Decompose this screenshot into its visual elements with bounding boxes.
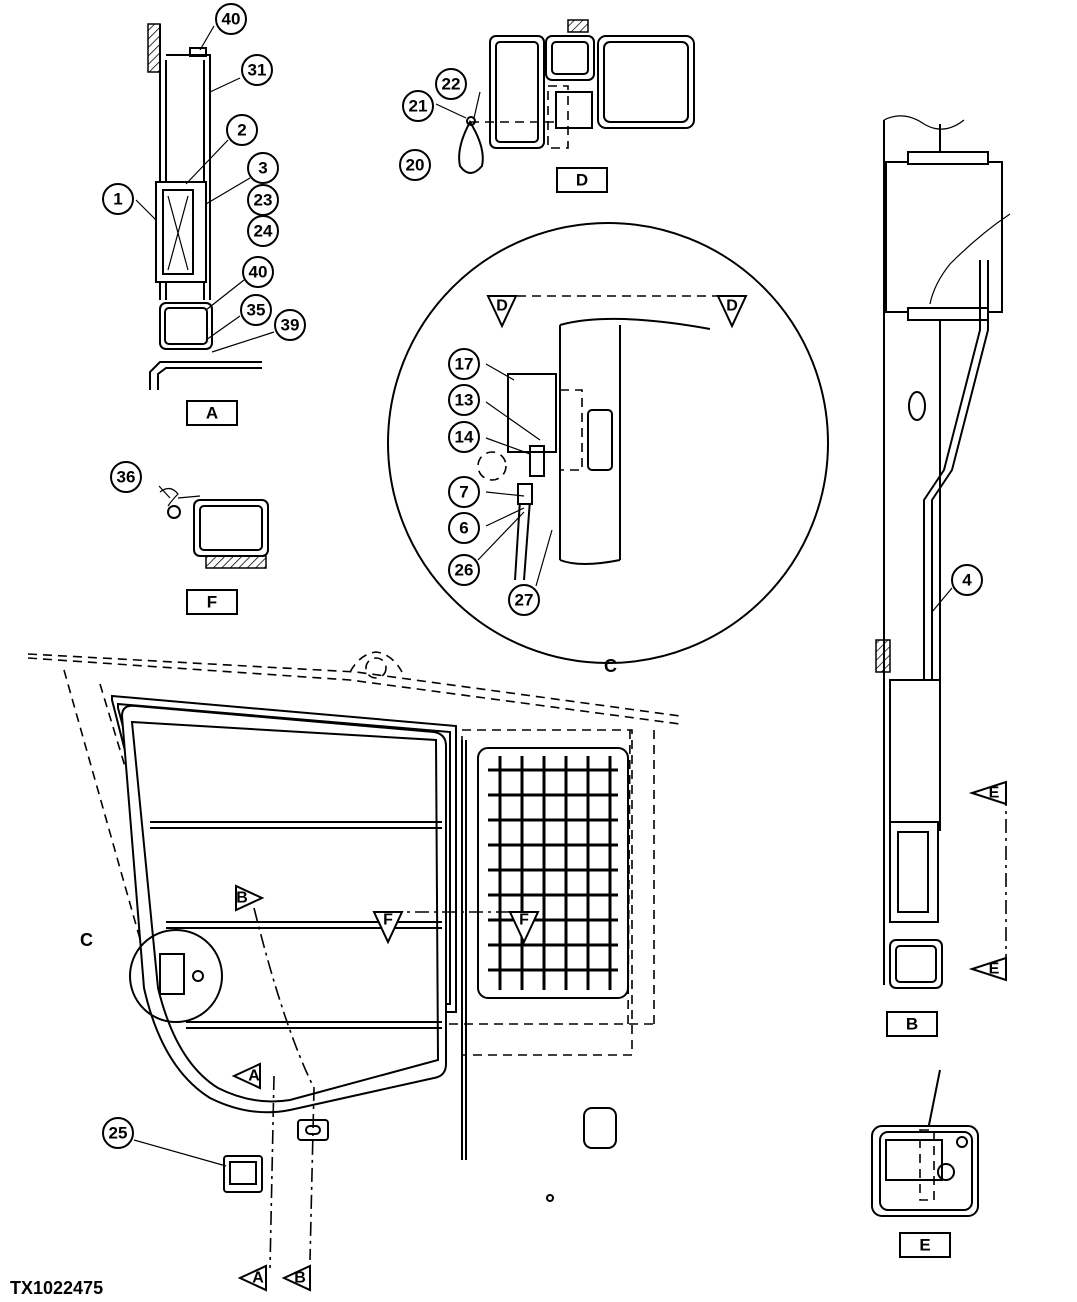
callout-1: 1 (102, 183, 134, 215)
svg-text:22: 22 (442, 75, 461, 94)
callout-22: 22 (435, 68, 467, 100)
svg-text:4: 4 (962, 571, 972, 590)
callout-40-lower: 40 (242, 256, 274, 288)
svg-text:25: 25 (109, 1124, 128, 1143)
svg-text:36: 36 (117, 468, 136, 487)
svg-text:31: 31 (248, 61, 267, 80)
svg-text:6: 6 (459, 519, 468, 538)
svg-text:14: 14 (455, 428, 474, 447)
callout-4: 4 (951, 564, 983, 596)
figure-id: TX1022475 (10, 1278, 103, 1298)
svg-text:35: 35 (247, 301, 266, 320)
callout-40-top: 40 (215, 3, 247, 35)
callout-27: 27 (508, 584, 540, 616)
svg-text:3: 3 (258, 159, 267, 178)
callout-25: 25 (102, 1117, 134, 1149)
callout-23: 23 (247, 184, 279, 216)
view-a-section (147, 23, 262, 390)
svg-text:27: 27 (515, 591, 534, 610)
section-arrow-a-upper-label: A (248, 1068, 260, 1085)
svg-text:D: D (576, 171, 588, 190)
view-f-section (159, 487, 269, 569)
section-arrow-e-bottom-label: E (989, 961, 1000, 978)
leader-lines (133, 25, 953, 1167)
callout-2: 2 (226, 114, 258, 146)
section-arrow-b-upper-label: B (236, 890, 248, 907)
view-c-label: C (604, 656, 617, 676)
section-arrow-d-left-label: D (496, 298, 508, 315)
callout-21: 21 (402, 90, 434, 122)
callout-20: 20 (399, 149, 431, 181)
svg-text:7: 7 (459, 483, 468, 502)
svg-text:21: 21 (409, 97, 428, 116)
callout-36: 36 (110, 461, 142, 493)
svg-text:2: 2 (237, 121, 246, 140)
view-b-section: E E (875, 115, 1011, 989)
svg-text:1: 1 (113, 190, 122, 209)
detail-c-marker: C (80, 930, 93, 950)
view-d-section (458, 19, 695, 174)
svg-text:20: 20 (406, 156, 425, 175)
main-door-view (27, 651, 681, 1292)
view-a-label: A (186, 400, 238, 426)
callout-26: 26 (448, 554, 480, 586)
callout-14: 14 (448, 421, 480, 453)
section-arrow-d-right-label: D (726, 298, 738, 315)
svg-text:B: B (906, 1015, 918, 1034)
section-arrow-f-left-label: F (383, 912, 393, 929)
view-f-label: F (186, 589, 238, 615)
callout-39: 39 (274, 309, 306, 341)
view-c-detail: D D C (387, 222, 829, 676)
svg-text:26: 26 (455, 561, 474, 580)
callout-7: 7 (448, 476, 480, 508)
section-arrow-b-lower-label: B (294, 1270, 306, 1287)
svg-text:E: E (919, 1236, 930, 1255)
callout-24: 24 (247, 215, 279, 247)
callout-17: 17 (448, 348, 480, 380)
callout-31: 31 (241, 54, 273, 86)
svg-text:24: 24 (254, 222, 273, 241)
section-arrow-a-lower-label: A (252, 1270, 264, 1287)
svg-text:40: 40 (249, 263, 268, 282)
svg-text:F: F (207, 593, 217, 612)
callout-13: 13 (448, 384, 480, 416)
view-b-label: B (886, 1011, 938, 1037)
view-d-label: D (556, 167, 608, 193)
svg-text:17: 17 (455, 355, 474, 374)
section-arrow-f-right-label: F (519, 912, 529, 929)
section-arrow-e-top-label: E (989, 785, 1000, 802)
svg-text:A: A (206, 404, 218, 423)
svg-text:40: 40 (222, 10, 241, 29)
callout-6: 6 (448, 512, 480, 544)
view-e-label: E (899, 1232, 951, 1258)
callout-3: 3 (247, 152, 279, 184)
svg-text:13: 13 (455, 391, 474, 410)
callout-35: 35 (240, 294, 272, 326)
window-mesh-grid (488, 756, 618, 990)
svg-text:23: 23 (254, 191, 273, 210)
view-e-section (871, 1069, 979, 1217)
svg-text:39: 39 (281, 316, 300, 335)
